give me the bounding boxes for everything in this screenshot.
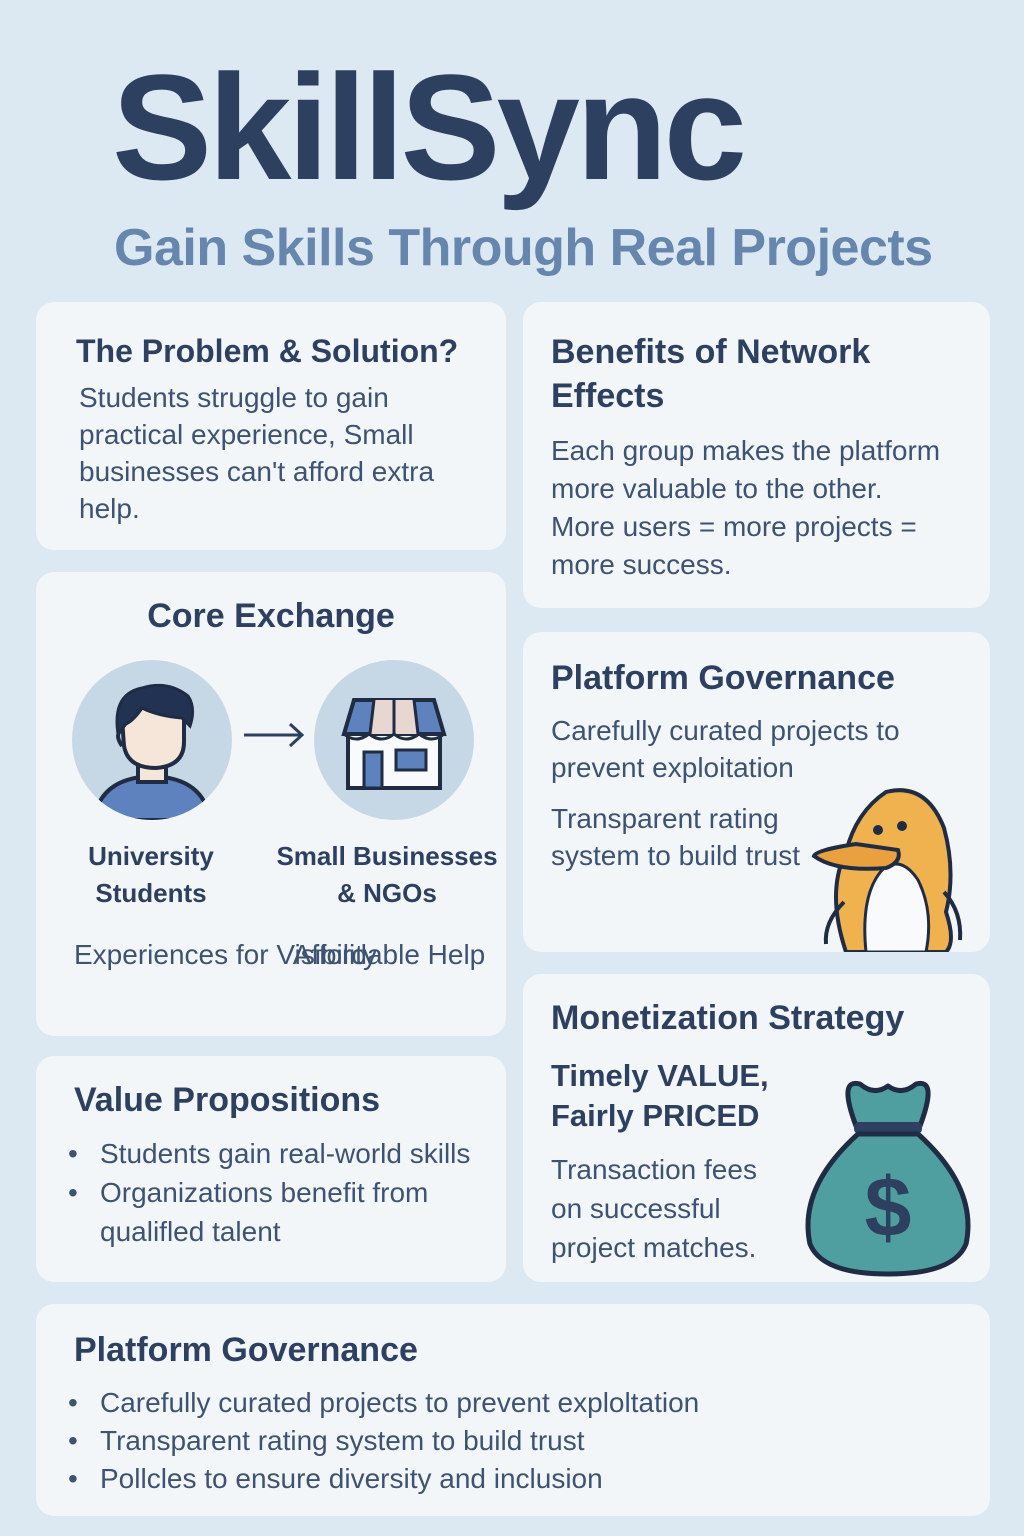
problem-heading: The Problem & Solution? — [76, 333, 459, 369]
governance-summary-heading: Platform Governance — [551, 659, 895, 697]
list-item: Pollcles to ensure diversity and inclusi… — [68, 1460, 970, 1498]
list-item: Students gain real-world skills — [68, 1134, 486, 1173]
page-title: SkillSync — [112, 43, 747, 211]
list-item: Carefully curated projects to prevent ex… — [68, 1384, 970, 1422]
arrow-right-icon — [244, 722, 305, 748]
network-body-1: Each group makes the platform more valua… — [551, 435, 941, 504]
governance-detail-card: Platform Governance Carefully curated pr… — [36, 1304, 990, 1516]
value-propositions-heading: Value Propositions — [74, 1081, 381, 1119]
monetization-card: Monetization Strategy Timely VALUE, Fair… — [523, 974, 990, 1282]
student-avatar-icon — [72, 660, 232, 820]
businesses-offer-label: Affordable Help — [292, 939, 486, 970]
core-exchange-heading: Core Exchange — [147, 597, 395, 635]
page-subtitle: Gain Skills Through Real Projects — [114, 219, 933, 277]
governance-summary-point-2: Transparent rating system to build trust — [551, 802, 800, 871]
money-bag-icon: $ — [805, 1080, 971, 1277]
network-heading: Benefits of Network Effects — [551, 333, 871, 415]
problem-solution-card: The Problem & Solution? Students struggl… — [36, 302, 506, 550]
penguin-icon — [811, 788, 963, 952]
monetization-heading: Monetization Strategy — [551, 999, 905, 1037]
core-exchange-card: Core Exchange University Students Small … — [36, 572, 506, 1036]
value-propositions-list: Students gain real-world skills Organiza… — [68, 1134, 486, 1251]
governance-detail-list: Carefully curated projects to prevent ex… — [68, 1384, 970, 1498]
students-offer-label: Experiences for Visibility — [74, 939, 377, 970]
monetization-body: Transaction fees on successful project m… — [551, 1153, 757, 1263]
governance-summary-point-1: Carefully curated projects to prevent ex… — [551, 714, 900, 783]
governance-summary-card: Platform Governance Carefully curated pr… — [523, 632, 990, 952]
monetization-tagline: Timely VALUE, Fairly PRICED — [551, 1057, 769, 1133]
svg-text:$: $ — [865, 1160, 912, 1254]
list-item: Organizations benefit from qualifled tal… — [68, 1173, 486, 1251]
network-body-2: More users = more projects = more succes… — [551, 511, 917, 580]
governance-detail-heading: Platform Governance — [74, 1331, 418, 1369]
students-role-label: University Students — [88, 841, 214, 908]
businesses-role-label: Small Businesses & NGOs — [276, 841, 498, 908]
problem-body: Students struggle to gain practical expe… — [79, 382, 435, 525]
value-propositions-card: Value Propositions Students gain real-wo… — [36, 1056, 506, 1282]
storefront-icon — [314, 660, 474, 820]
list-item: Transparent rating system to build trust — [68, 1422, 970, 1460]
network-effects-card: Benefits of Network Effects Each group m… — [523, 302, 990, 608]
